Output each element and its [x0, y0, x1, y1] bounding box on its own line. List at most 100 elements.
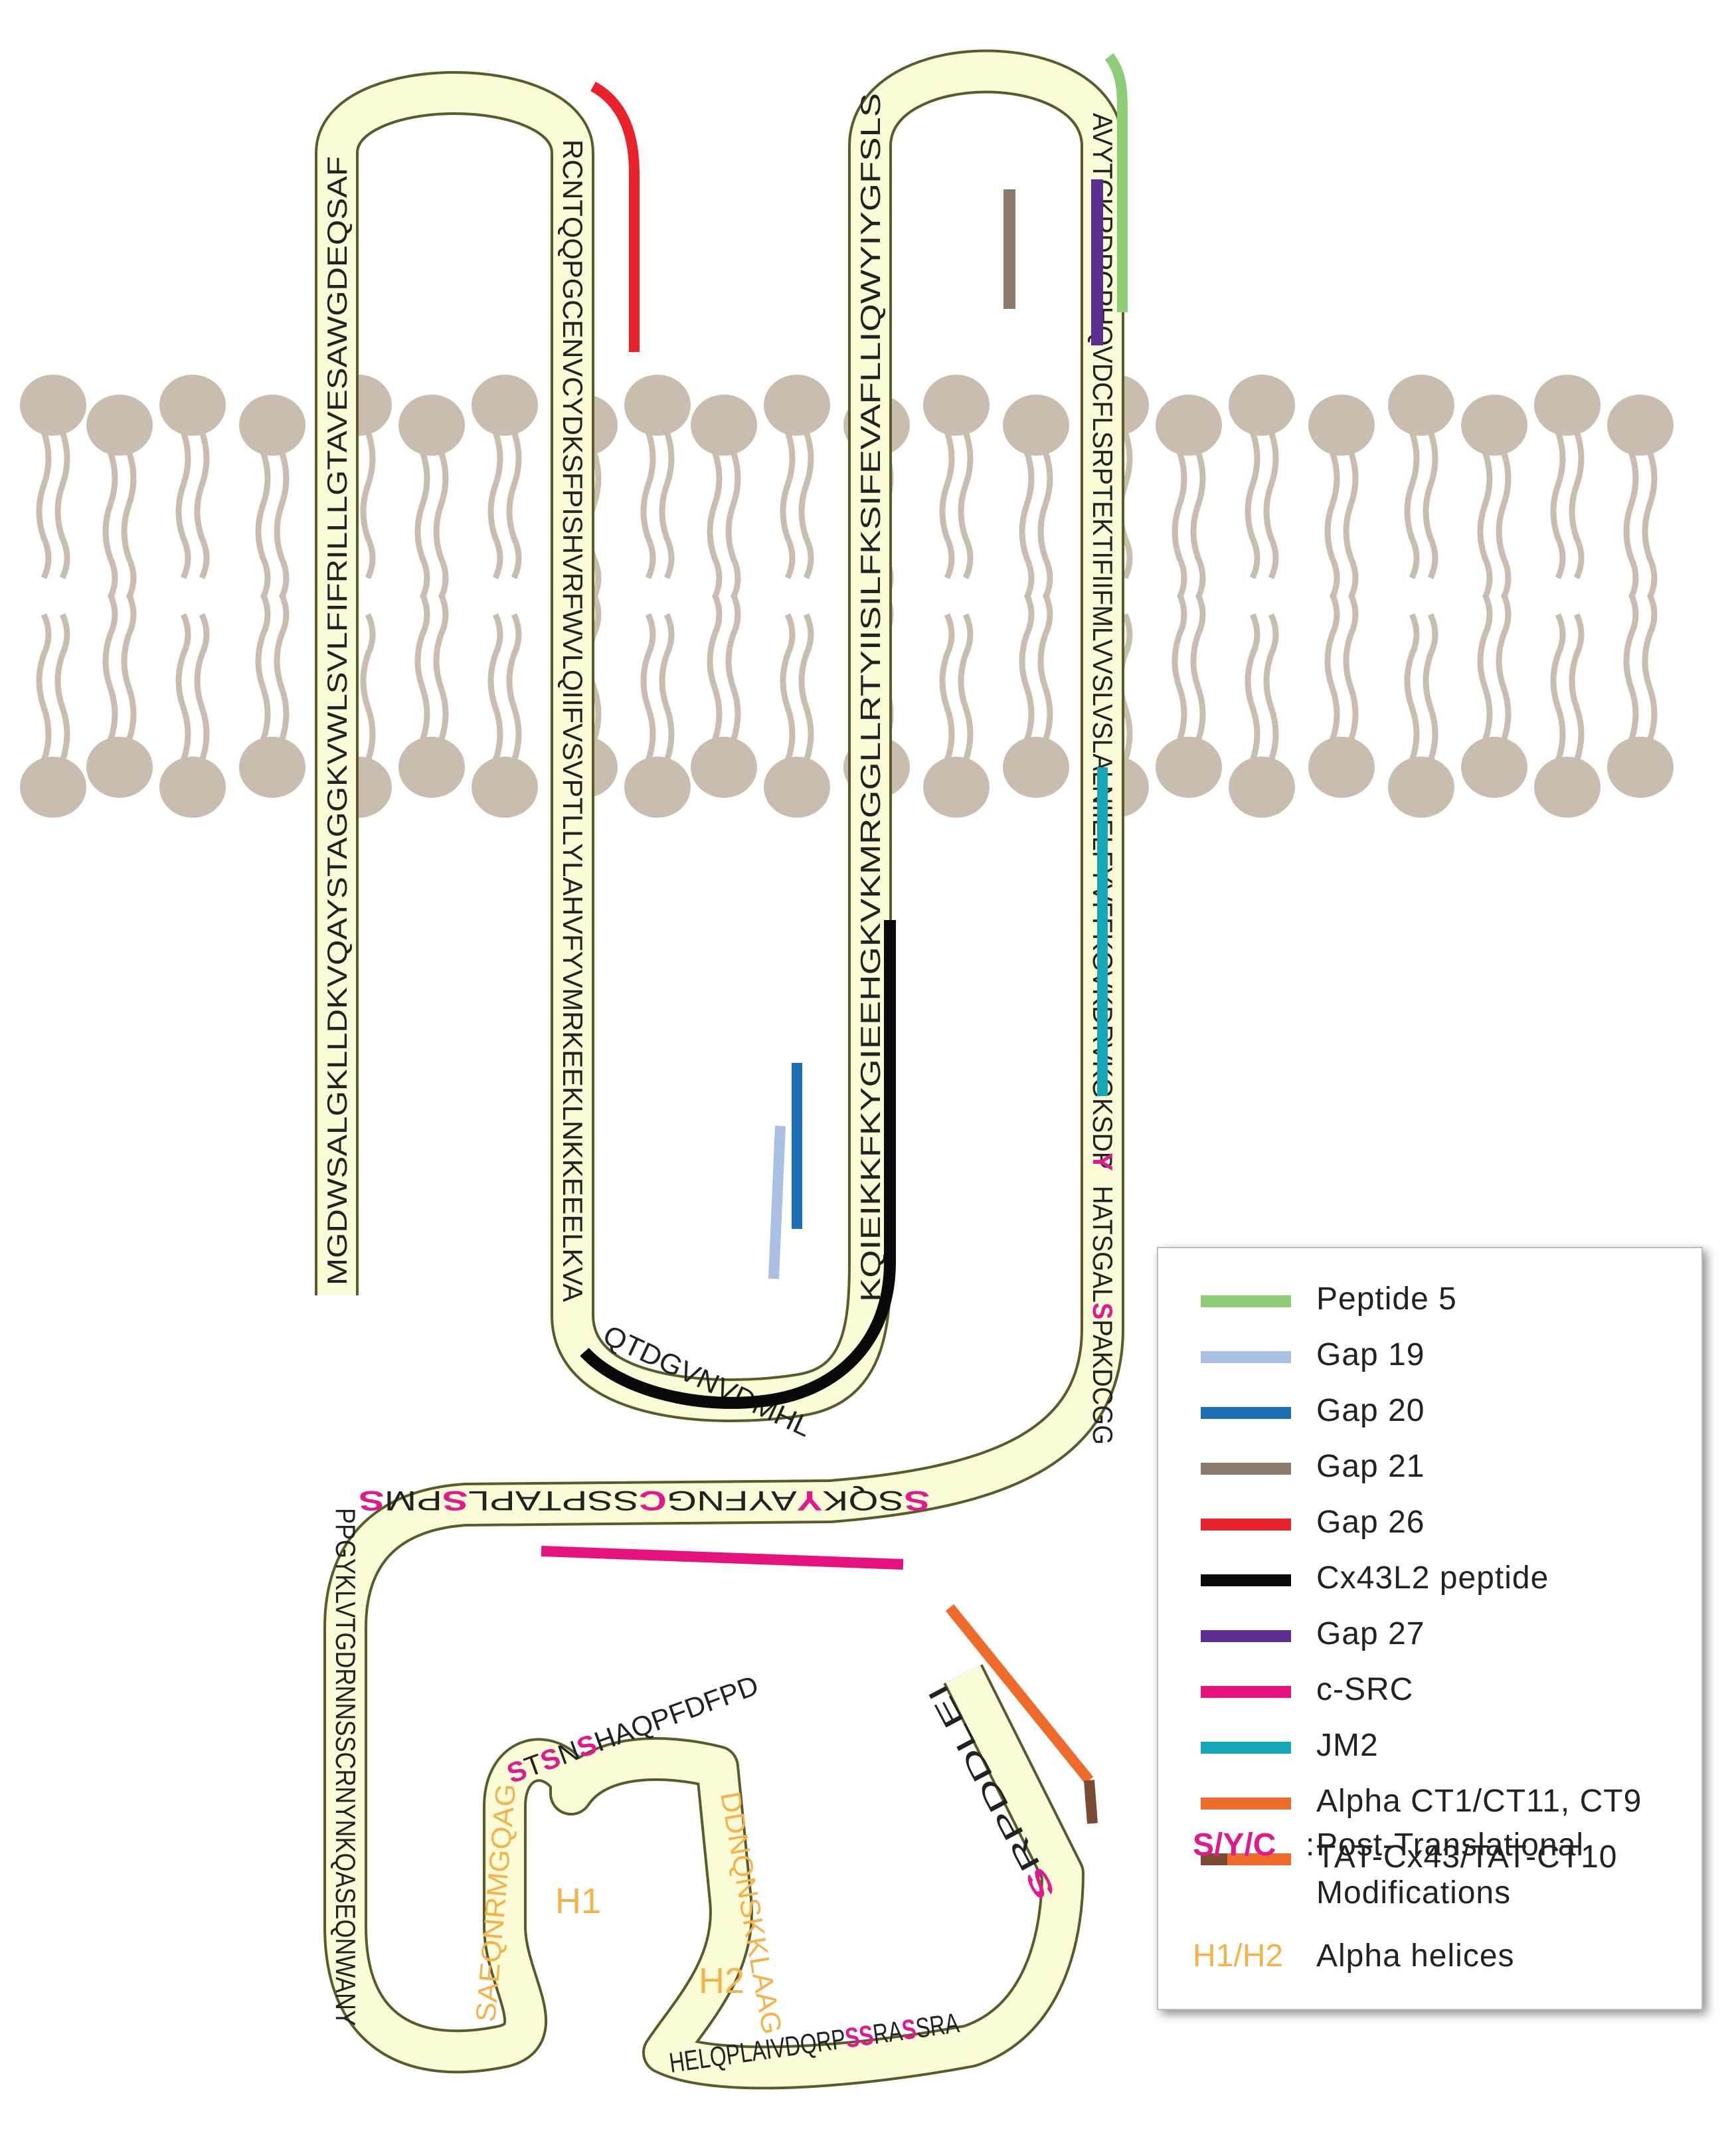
legend-label: JM2	[1316, 1728, 1379, 1763]
lipid-tail	[780, 430, 796, 579]
lipid-tail	[414, 593, 430, 742]
lipid-tail	[1642, 450, 1658, 599]
lipid-tail	[274, 450, 290, 599]
legend-item: Cx43L2 peptide	[1201, 1557, 1548, 1604]
lipid-head	[239, 737, 305, 798]
lipid-tail	[1569, 613, 1585, 762]
lipid-head	[1534, 757, 1601, 818]
lipid-tail	[1496, 450, 1512, 599]
lipid-tail	[1423, 613, 1438, 762]
lipid-head	[159, 757, 226, 818]
seq-ct-horizontal: SSQKYAYFNGCSSPTAPLSPMS	[359, 1485, 930, 1517]
cx43l2-bar	[580, 920, 896, 1409]
legend-label: Gap 21	[1316, 1449, 1425, 1484]
legend-item: Alpha CT1/CT11, CT9	[1201, 1780, 1641, 1827]
lipid-tail	[1324, 450, 1340, 599]
lipid-pair	[923, 375, 990, 818]
csrc-bar	[541, 1546, 904, 1570]
lipid-head	[1534, 375, 1601, 436]
tat-ct10-bar	[1084, 1780, 1098, 1824]
lipid-head	[86, 395, 153, 456]
lipid-head	[624, 757, 691, 818]
legend-item: Peptide 5	[1201, 1278, 1456, 1325]
lipid-tail	[1019, 593, 1035, 742]
legend-swatch	[1201, 1351, 1291, 1363]
lipid-tail	[640, 430, 656, 579]
legend-swatch	[1201, 1519, 1291, 1531]
legend-swatch	[1201, 1686, 1291, 1698]
lipid-pair	[86, 395, 153, 798]
lipid-head	[398, 395, 465, 456]
lipid-tail	[1404, 613, 1420, 762]
lipid-tail	[1642, 593, 1658, 742]
lipid-tail	[1263, 613, 1279, 762]
lipid-pair	[1388, 375, 1454, 818]
lipid-pair	[1003, 395, 1069, 798]
lipid-pair	[1607, 395, 1674, 798]
lipid-head	[764, 375, 830, 436]
lipid-tail	[1404, 430, 1420, 579]
lipid-head	[398, 737, 465, 798]
lipid-tail	[1496, 593, 1512, 742]
lipid-tail	[1172, 450, 1187, 599]
lipid-tail	[121, 450, 137, 599]
seq-loop1-down: RCNTQQPGCENVCYDKSFPISHVRFWVLQIIFVSVPTLLY…	[557, 139, 588, 1302]
lipid-head	[239, 395, 305, 456]
legend-item: Gap 20	[1201, 1390, 1424, 1436]
lipid-pair	[20, 375, 86, 818]
legend-swatch	[1201, 1798, 1291, 1810]
lipid-tail	[939, 613, 955, 762]
lipid-tail	[1245, 430, 1260, 579]
legend-swatch	[1201, 1407, 1291, 1419]
lipid-tail	[255, 450, 271, 599]
legend-ptm-colon: :	[1306, 1827, 1315, 1863]
lipid-head	[764, 757, 830, 818]
lipid-tail	[1190, 593, 1206, 742]
legend-swatch	[1201, 1853, 1291, 1865]
lipid-tail	[194, 613, 210, 762]
lipid-head	[20, 375, 86, 436]
legend-item: Gap 19	[1201, 1334, 1424, 1380]
lipid-head	[1003, 395, 1069, 456]
lipid-tail	[798, 430, 814, 579]
lipid-tail	[54, 430, 70, 579]
lipid-head	[1156, 395, 1222, 456]
lipid-head	[691, 737, 757, 798]
lipid-tail	[36, 613, 52, 762]
lipid-tail	[175, 430, 191, 579]
lipid-tail	[1037, 450, 1053, 599]
lipid-head	[1156, 737, 1222, 798]
lipid-tail	[1190, 450, 1206, 599]
legend-label: Gap 27	[1316, 1616, 1425, 1651]
lipid-head	[1388, 375, 1454, 436]
lipid-pair	[624, 375, 691, 818]
lipid-head	[472, 757, 538, 818]
lipid-tail	[939, 430, 955, 579]
lipid-tail	[707, 450, 723, 599]
lipid-tail	[36, 430, 52, 579]
lipid-tail	[1623, 450, 1639, 599]
lipid-tail	[725, 593, 741, 742]
lipid-head	[624, 375, 691, 436]
lipid-tail	[958, 430, 974, 579]
lipid-pair	[398, 395, 465, 798]
lipid-tail	[54, 613, 70, 762]
lipid-tail	[798, 613, 814, 762]
legend-swatch	[1201, 1295, 1291, 1307]
legend-swatch	[1201, 1630, 1291, 1642]
gap19-bar	[768, 1125, 786, 1279]
lipid-tail	[1477, 593, 1493, 742]
lipid-tail	[175, 613, 191, 762]
legend-helix-key: H1/H2	[1193, 1938, 1284, 1974]
lipid-pair	[472, 375, 538, 818]
lipid-tail	[433, 593, 449, 742]
lipid-head	[472, 375, 538, 436]
lipid-bilayer	[20, 375, 1674, 818]
legend-label: Alpha CT1/CT11, CT9	[1316, 1784, 1642, 1819]
legend-swatch	[1201, 1463, 1291, 1475]
lipid-tail	[640, 613, 656, 762]
lipid-tail	[1245, 613, 1260, 762]
lipid-tail	[487, 613, 503, 762]
lipid-tail	[1343, 450, 1359, 599]
